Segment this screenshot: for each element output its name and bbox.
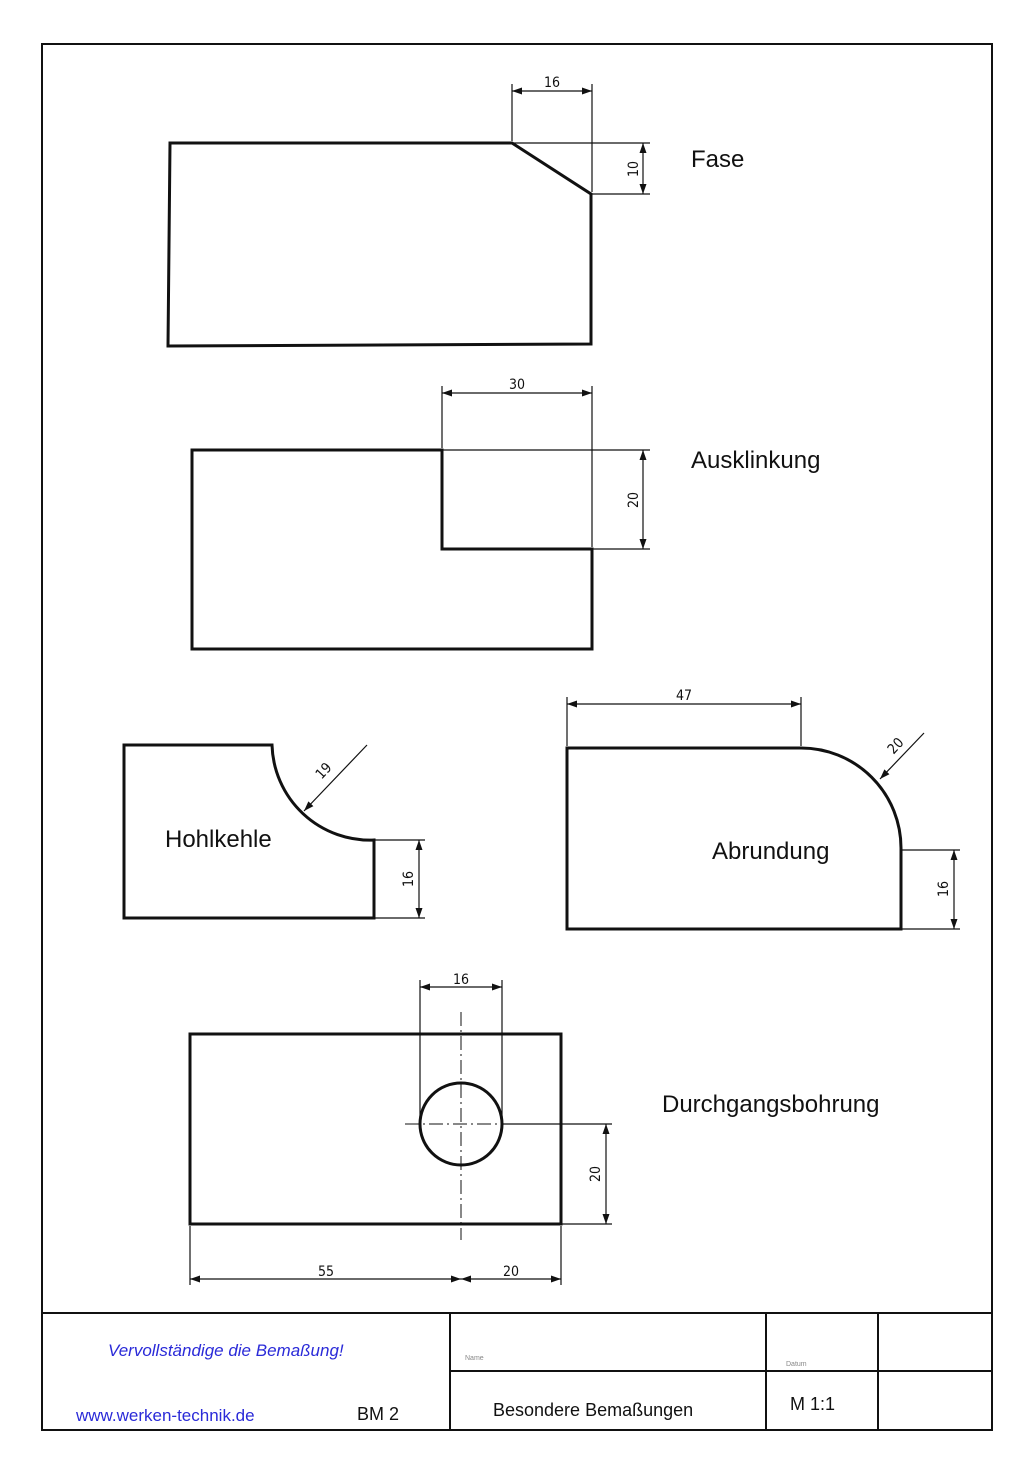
drawing-scale: M 1:1 <box>790 1394 835 1414</box>
bore-right-dimension: 20 <box>503 1264 519 1280</box>
bore-left-dimension: 55 <box>318 1264 334 1280</box>
durchgangsbohrung-title: Durchgangsbohrung <box>662 1091 880 1118</box>
durchgangsbohrung-section: 16 20 55 20 Durchgangsbohrung <box>188 972 880 1285</box>
bore-diameter-dimension: 16 <box>453 972 469 988</box>
ausklinkung-section: 30 20 Ausklinkung <box>190 377 820 651</box>
hohlkehle-radius-leader <box>303 744 368 812</box>
sheet-code: BM 2 <box>357 1404 399 1424</box>
ausklinkung-part-outline <box>190 448 594 651</box>
ausklinkung-title: Ausklinkung <box>691 447 820 474</box>
abrundung-part-outline <box>565 746 903 931</box>
date-field-label: Datum <box>786 1361 807 1368</box>
drawing-title: Besondere Bemaßungen <box>493 1400 693 1420</box>
durchgangsbohrung-part-outline <box>188 1032 563 1226</box>
hohlkehle-height-dimension: 16 <box>401 871 417 887</box>
fase-height-dimension: 10 <box>626 161 642 177</box>
abrundung-section: 47 20 16 Abrundung <box>565 688 960 931</box>
hohlkehle-radius-dimension: 19 <box>313 760 336 783</box>
hohlkehle-title: Hohlkehle <box>165 826 272 853</box>
hohlkehle-section: 19 16 Hohlkehle <box>122 743 425 920</box>
instruction-text: Vervollständige die Bemaßung! <box>108 1341 344 1360</box>
title-block: Vervollständige die Bemaßung! www.werken… <box>42 1312 992 1430</box>
abrundung-title: Abrundung <box>712 838 829 865</box>
ausklinkung-width-dimension: 30 <box>509 377 525 393</box>
drawing-frame <box>41 43 993 1431</box>
fase-title: Fase <box>691 146 744 173</box>
website-link[interactable]: www.werken-technik.de <box>75 1406 255 1425</box>
abrundung-width-dimension: 47 <box>676 688 692 704</box>
ausklinkung-height-dimension: 20 <box>626 492 642 508</box>
fase-section: 16 10 Fase <box>166 75 744 348</box>
abrundung-height-dimension: 16 <box>936 881 952 897</box>
abrundung-radius-dimension: 20 <box>885 735 908 758</box>
bore-height-dimension: 20 <box>588 1166 604 1182</box>
fase-width-dimension: 16 <box>544 75 560 91</box>
fase-part-outline <box>166 141 593 348</box>
name-field-label: Name <box>465 1355 484 1362</box>
hohlkehle-part-outline <box>122 743 376 920</box>
abrundung-radius-leader <box>879 732 925 780</box>
